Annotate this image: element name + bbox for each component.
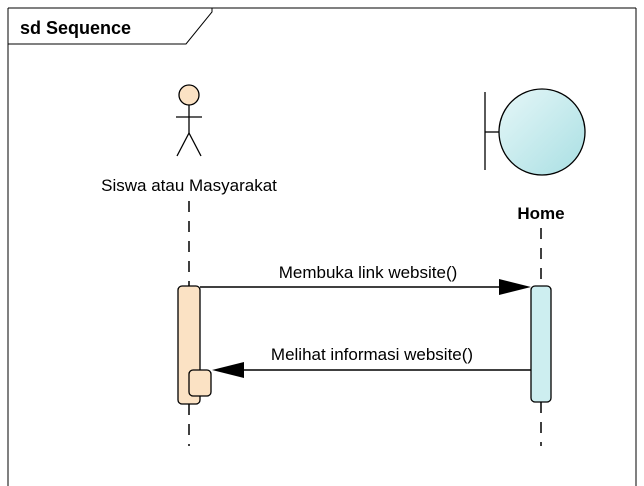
boundary-activation-bar (530, 285, 552, 403)
message-1-arrowhead (499, 279, 531, 295)
frame-title: sd Sequence (20, 18, 131, 38)
frame-title-tab (8, 8, 213, 45)
boundary-circle (498, 88, 586, 176)
diagram-frame: sd Sequence (7, 7, 637, 486)
message-2-label: Melihat informasi website() (271, 345, 473, 364)
message-2: Melihat informasi website() (212, 345, 531, 378)
message-2-arrowhead (212, 362, 244, 378)
boundary-icon (484, 88, 586, 176)
actor-icon (176, 84, 202, 157)
message-1-label: Membuka link website() (279, 263, 458, 282)
actor-head (178, 84, 200, 106)
lifeline-boundary: Home (484, 88, 586, 446)
lifeline-actor: Siswa atau Masyarakat (101, 84, 277, 446)
message-1: Membuka link website() (200, 263, 531, 295)
actor-self-activation (188, 369, 212, 397)
boundary-name: Home (517, 204, 564, 223)
actor-name: Siswa atau Masyarakat (101, 176, 277, 195)
